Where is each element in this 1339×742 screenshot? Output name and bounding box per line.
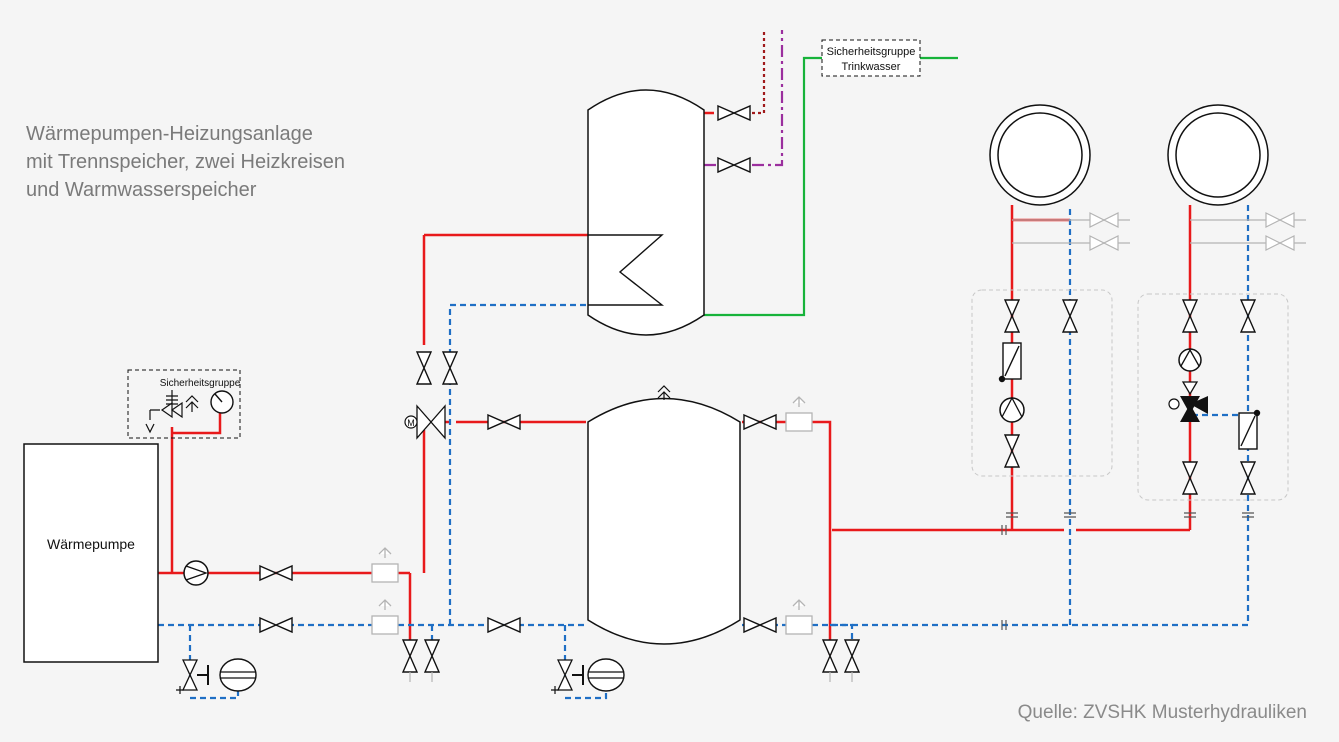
heat-exchanger-coil [588,234,665,306]
shutoff-valves [259,104,777,634]
motor-mixing-valve: M [404,404,446,440]
title-line-3: und Warmwasserspeicher [26,179,257,201]
expansion-vessel-2 [551,658,625,694]
heat-pump: Wärmepumpe [23,443,159,663]
dhw-storage-tank [587,89,705,336]
flow-meters [998,342,1261,450]
safety-group-label: Sicherheitsgruppe [160,378,241,389]
drinking-water-pipe [704,56,958,317]
safety-group: Sicherheitsgruppe [127,369,241,439]
check-valves [371,396,813,635]
heating-circuit-1-module [971,289,1113,477]
title-line-2: mit Trennspeicher, zwei Heizkreisen [26,151,346,173]
buffer-tank [587,385,741,645]
dhw-safety-label-2: Trinkwasser [842,61,901,73]
drain-stubs [409,672,853,682]
vertical-valves [401,299,1257,673]
consumer-bypass-valves [1012,212,1306,251]
motor-label: M [407,418,415,428]
title-line-1: Wärmepumpen-Heizungsanlage [26,123,313,145]
heating-circuit-pumps [999,348,1202,423]
consumer-2 [1167,104,1269,206]
mixing-valve-circuit-2 [1168,396,1208,422]
circulation-pump [183,560,209,586]
heating-circuit-2-module [1137,293,1289,501]
circulation-pipe [704,30,784,167]
expansion-vessel-1 [176,658,257,694]
dhw-safety-group: Sicherheitsgruppe Trinkwasser [821,39,921,77]
dhw-safety-label-1: Sicherheitsgruppe [827,46,916,58]
diagram-title: Wärmepumpen-Heizungsanlage mit Trennspei… [26,120,446,204]
consumer-1 [989,104,1091,206]
hot-water-pipe [752,30,766,115]
pipe-unions [1001,512,1254,630]
source-credit: Quelle: ZVSHK Musterhydrauliken [1017,702,1307,723]
heat-pump-label: Wärmepumpe [47,536,135,552]
